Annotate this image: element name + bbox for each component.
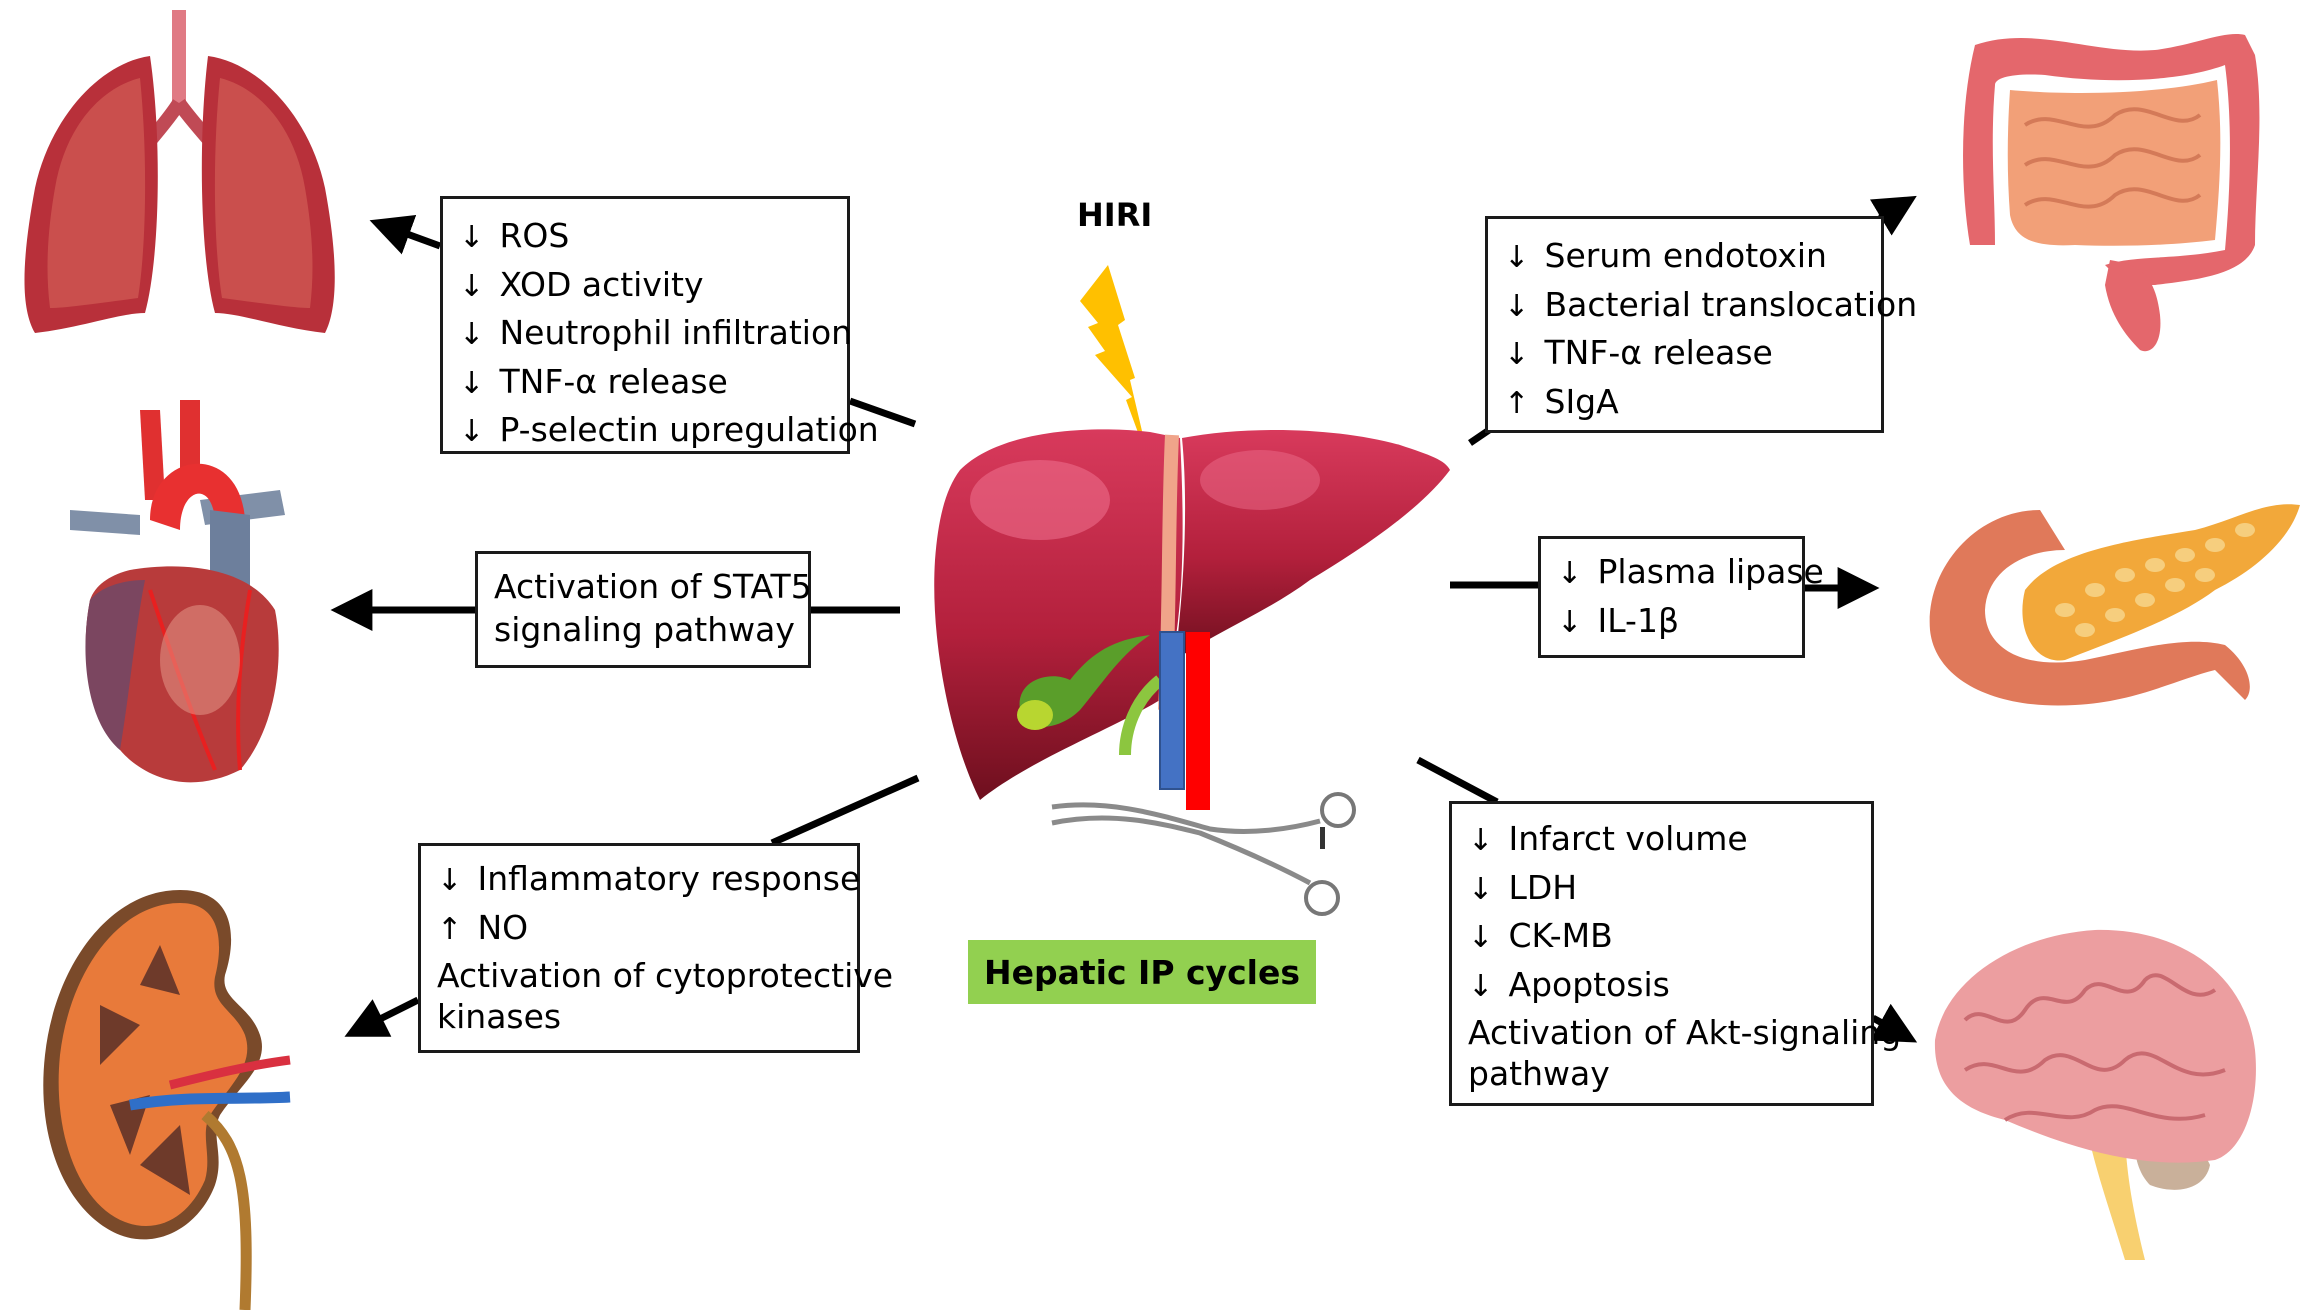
lung-effect-item: ↓ ROS xyxy=(459,213,831,262)
lung-effect-item: ↓ P-selectin upregulation xyxy=(459,407,879,456)
kidney-effect-item: Activation of cytoprotective xyxy=(437,956,894,995)
heart-effects-box: Activation of STAT5 signaling pathway xyxy=(475,551,812,668)
brain-effect-item: ↓ LDH xyxy=(1468,865,1855,914)
kidney-effect-item: kinases xyxy=(437,996,562,1036)
pancreas-effect-item: ↓ Plasma lipase xyxy=(1557,549,1824,598)
decrease-arrow-icon: ↓ xyxy=(1557,556,1583,591)
intestine-effects-box: ↓ Serum endotoxin ↓ Bacterial translocat… xyxy=(1485,216,1917,433)
heart-illustration xyxy=(70,400,285,783)
lung-effect-item: ↓ TNF-α release xyxy=(459,359,831,408)
brain-effect-item: ↓ Apoptosis xyxy=(1468,962,1855,1011)
effect-text: Neutrophil infiltration xyxy=(499,313,853,352)
connector-liver-to-lung-box xyxy=(848,397,917,428)
lung-effects-box: ↓ ROS ↓ XOD activity ↓ Neutrophil infilt… xyxy=(440,196,879,456)
effect-text: Infarct volume xyxy=(1508,819,1748,858)
heart-effect-item: Activation of STAT5 xyxy=(494,567,812,606)
large-intestine xyxy=(1963,33,2260,285)
decrease-arrow-icon: ↓ xyxy=(1468,823,1494,858)
effect-text: IL-1β xyxy=(1597,600,1680,640)
portal-vein-bar xyxy=(1159,631,1185,790)
decrease-arrow-icon: ↓ xyxy=(1468,871,1494,907)
effect-text: NO xyxy=(477,907,529,947)
connector-liver-to-brain-box xyxy=(1416,756,1499,806)
surgical-clamp-icon xyxy=(1051,792,1356,916)
effect-text: Bacterial translocation xyxy=(1544,284,1918,324)
effect-text: Apoptosis xyxy=(1508,964,1670,1004)
brain-effect-item: Activation of Akt-signaling xyxy=(1468,1013,1902,1052)
intestine-effect-item: ↓ Serum endotoxin xyxy=(1504,233,1865,282)
decrease-arrow-icon: ↓ xyxy=(459,414,485,449)
brain-effect-item: ↓ Infarct volume xyxy=(1468,816,1855,865)
ureter xyxy=(201,1110,252,1310)
decrease-arrow-icon: ↓ xyxy=(1468,920,1494,955)
hepatic-ip-cycles-text: Hepatic IP cycles xyxy=(984,952,1300,992)
effect-text: P-selectin upregulation xyxy=(499,410,879,449)
kidney-effect-item: ↑ NO xyxy=(437,905,841,954)
arrow-to-lung xyxy=(369,214,442,255)
effect-text: CK-MB xyxy=(1508,916,1613,955)
decrease-arrow-icon: ↓ xyxy=(459,268,485,304)
lung-illustration xyxy=(24,10,335,333)
brain-effect-item: ↓ CK-MB xyxy=(1468,913,1855,962)
brain-effects-box: ↓ Infarct volume ↓ LDH ↓ CK-MB ↓ Apoptos… xyxy=(1449,801,1902,1106)
brain-illustration xyxy=(1934,929,2256,1260)
effect-text: TNF-α release xyxy=(1544,333,1773,372)
bile-duct xyxy=(1119,675,1164,756)
intestine-effect-item: ↑ SIgA xyxy=(1504,379,1865,428)
decrease-arrow-icon: ↓ xyxy=(459,220,485,255)
connector-liver-to-kidney-box xyxy=(770,774,920,847)
pancreas-illustration xyxy=(1929,504,2300,706)
arrow-to-kidney xyxy=(344,996,420,1037)
small-intestine xyxy=(2007,80,2221,246)
cerebrum xyxy=(1934,929,2256,1163)
lung-effect-item: ↓ Neutrophil infiltration xyxy=(459,310,852,359)
effect-text: SIgA xyxy=(1544,381,1619,421)
pancreas-body xyxy=(2022,504,2300,661)
decrease-arrow-icon: ↓ xyxy=(1504,337,1530,372)
kidney-effects-box: ↓ Inflammatory response ↑ NO Activation … xyxy=(418,843,894,1053)
effect-text: LDH xyxy=(1508,867,1578,907)
increase-arrow-icon: ↑ xyxy=(437,911,463,947)
kidney-effect-item: ↓ Inflammatory response xyxy=(437,856,860,905)
effect-text: XOD activity xyxy=(499,264,704,304)
arrow-to-brain xyxy=(1870,1003,1918,1043)
increase-arrow-icon: ↑ xyxy=(1504,385,1530,421)
pancreas-effects-box: ↓ Plasma lipase ↓ IL-1β xyxy=(1538,536,1824,658)
liver-illustration xyxy=(934,429,1450,810)
effect-text: TNF-α release xyxy=(499,361,728,401)
effect-text: ROS xyxy=(499,216,570,255)
intestine-illustration xyxy=(1963,33,2260,352)
decrease-arrow-icon: ↓ xyxy=(1504,240,1530,275)
decrease-arrow-icon: ↓ xyxy=(1557,604,1583,640)
heart-effect-item: signaling pathway xyxy=(494,609,795,649)
hepatic-artery-bar xyxy=(1186,632,1210,810)
decrease-arrow-icon: ↓ xyxy=(1468,968,1494,1004)
intestine-effect-item: ↓ TNF-α release xyxy=(1504,330,1865,379)
lightning-bolt-icon xyxy=(1080,265,1150,465)
effect-text: Plasma lipase xyxy=(1597,552,1824,591)
hiri-title: HIRI xyxy=(1077,196,1153,234)
decrease-arrow-icon: ↓ xyxy=(459,365,485,401)
kidney-illustration xyxy=(43,890,291,1310)
gallbladder xyxy=(1019,635,1150,727)
brain-stem xyxy=(2085,1120,2145,1260)
effect-text: Inflammatory response xyxy=(477,859,861,898)
decrease-arrow-icon: ↓ xyxy=(1504,288,1530,324)
hepatic-ip-cycles-label: Hepatic IP cycles xyxy=(968,940,1316,1004)
effect-text: Serum endotoxin xyxy=(1544,236,1827,275)
pancreas-effect-item: ↓ IL-1β xyxy=(1557,598,1786,647)
lung-effect-item: ↓ XOD activity xyxy=(459,262,831,311)
intestine-effect-item: ↓ Bacterial translocation xyxy=(1504,282,1917,331)
duodenum xyxy=(1929,510,2250,706)
decrease-arrow-icon: ↓ xyxy=(459,317,485,352)
rectum xyxy=(2105,260,2161,352)
brain-effect-item: pathway xyxy=(1468,1053,1610,1093)
decrease-arrow-icon: ↓ xyxy=(437,863,463,898)
